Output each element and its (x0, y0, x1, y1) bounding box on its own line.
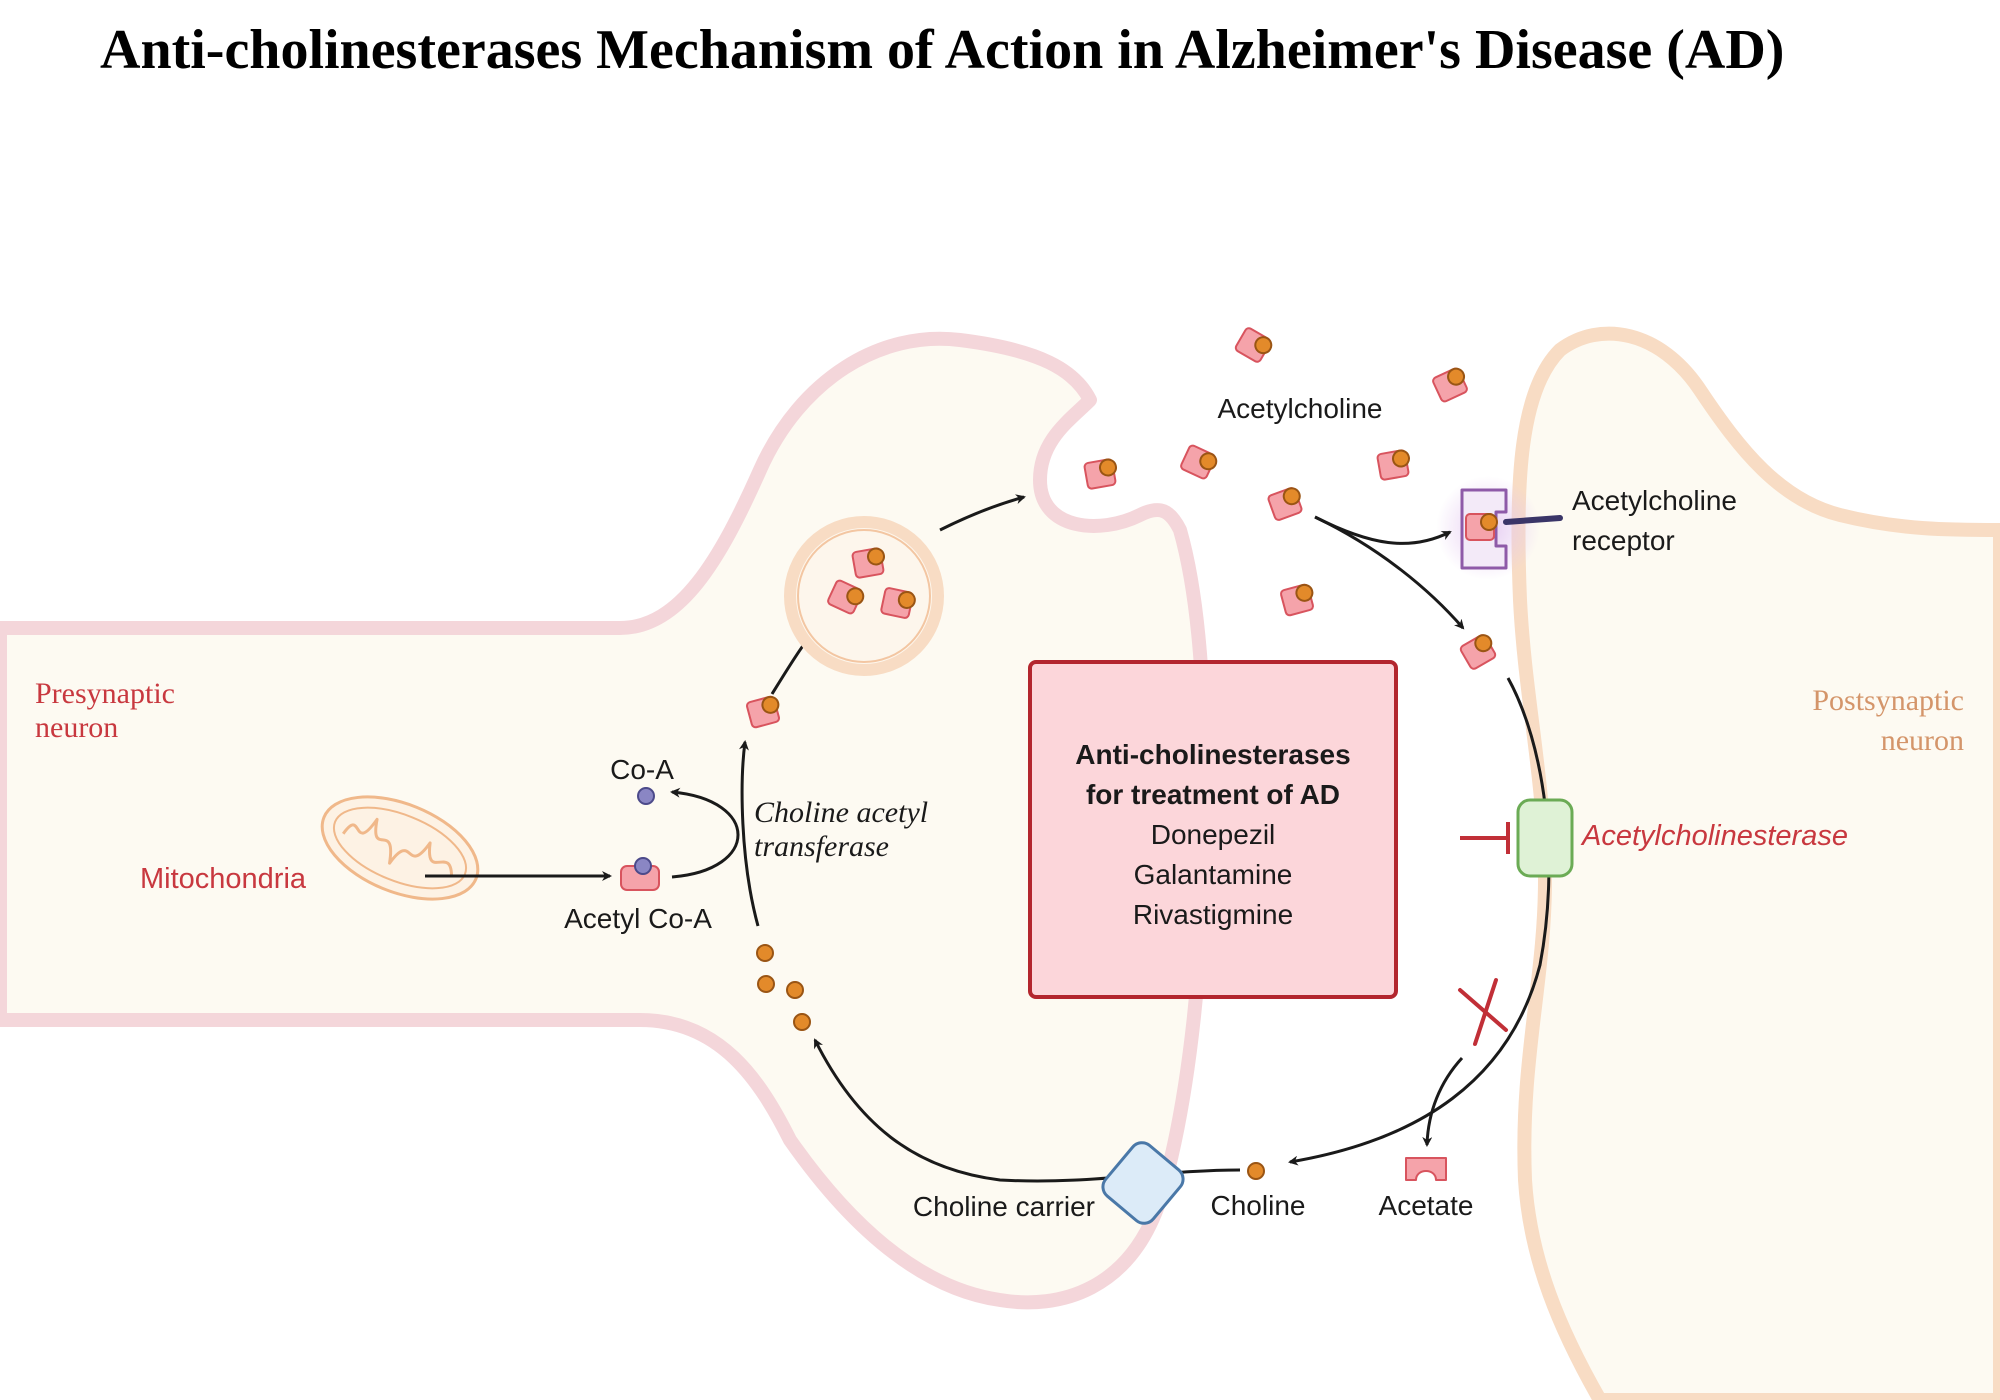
to-receptor-arrow (1314, 515, 1452, 545)
acetylcholine-receptor-icon (1460, 488, 1563, 570)
receptor-label-line2: receptor (1572, 525, 1675, 556)
acetylcholine-molecule (1082, 457, 1120, 491)
to-hydrolysis-arrow (1314, 515, 1465, 630)
choline-dot (756, 944, 774, 962)
choline-dot (793, 1013, 811, 1031)
acetate-label: Acetate (1379, 1190, 1474, 1221)
choline-carrier-label: Choline carrier (913, 1191, 1095, 1222)
coa-dot (637, 787, 655, 805)
acetylcholine-molecule (1458, 631, 1501, 672)
drug-item: Galantamine (1134, 859, 1293, 890)
acetylcholine-molecule (850, 546, 888, 580)
inhibition-icon (1460, 822, 1510, 854)
coa-label: Co-A (610, 754, 674, 785)
postsynaptic-label: Postsynaptic (1812, 684, 1964, 717)
acetylcholine-molecule (1178, 443, 1220, 482)
blocked-x-icon (1458, 978, 1508, 1046)
receptor-label: Acetylcholine (1572, 485, 1737, 516)
coa-release-arrow (670, 787, 740, 879)
drug-box-heading: Anti-cholinesterases (1075, 739, 1350, 770)
choline-acetyltransferase-label-line2: transferase (754, 830, 889, 863)
acetate-molecule (1405, 1157, 1447, 1181)
choline-dot (786, 981, 804, 999)
presynaptic-neuron (0, 331, 1212, 1310)
presynaptic-label-line2: neuron (35, 711, 118, 744)
acetylcholine-molecule (1430, 365, 1472, 404)
acetyl-coa-label: Acetyl Co-A (564, 903, 712, 934)
drug-box (1028, 660, 1398, 999)
drug-box-heading-line2: for treatment of AD (1086, 779, 1340, 810)
acetyl-coa-molecule (620, 857, 660, 891)
acetylcholinesterase-label: Acetylcholinesterase (1580, 820, 1848, 852)
postsynaptic-label-line2: neuron (1881, 724, 1964, 757)
to-acetate-arrow (1422, 1056, 1464, 1147)
release-arrow (939, 494, 1026, 532)
choline-dot (1247, 1162, 1265, 1180)
page-title: Anti-cholinesterases Mechanism of Action… (100, 19, 1784, 81)
choline-carrier (1101, 1141, 1185, 1225)
hydrolysis-arc (1288, 677, 1551, 1166)
drug-item: Donepezil (1151, 819, 1276, 850)
acetylcholine-molecule (1375, 448, 1413, 482)
presynaptic-label: Presynaptic (35, 677, 175, 710)
mitochondria-label: Mitochondria (140, 863, 307, 895)
acetylcholine-molecule (1233, 325, 1276, 366)
mitochondria-icon (320, 795, 480, 901)
acetylcholinesterase-enzyme (1516, 798, 1574, 878)
choline-dot (757, 975, 775, 993)
acetylcholine-label: Acetylcholine (1218, 393, 1383, 424)
choline-label: Choline (1211, 1190, 1306, 1221)
synthesis-arrow (739, 740, 760, 927)
drug-item: Rivastigmine (1133, 899, 1293, 930)
acetylcholine-molecule (1266, 484, 1307, 523)
choline-acetyltransferase-label: Choline acetyl (754, 796, 928, 829)
acetylcholine-molecule (1279, 582, 1318, 618)
